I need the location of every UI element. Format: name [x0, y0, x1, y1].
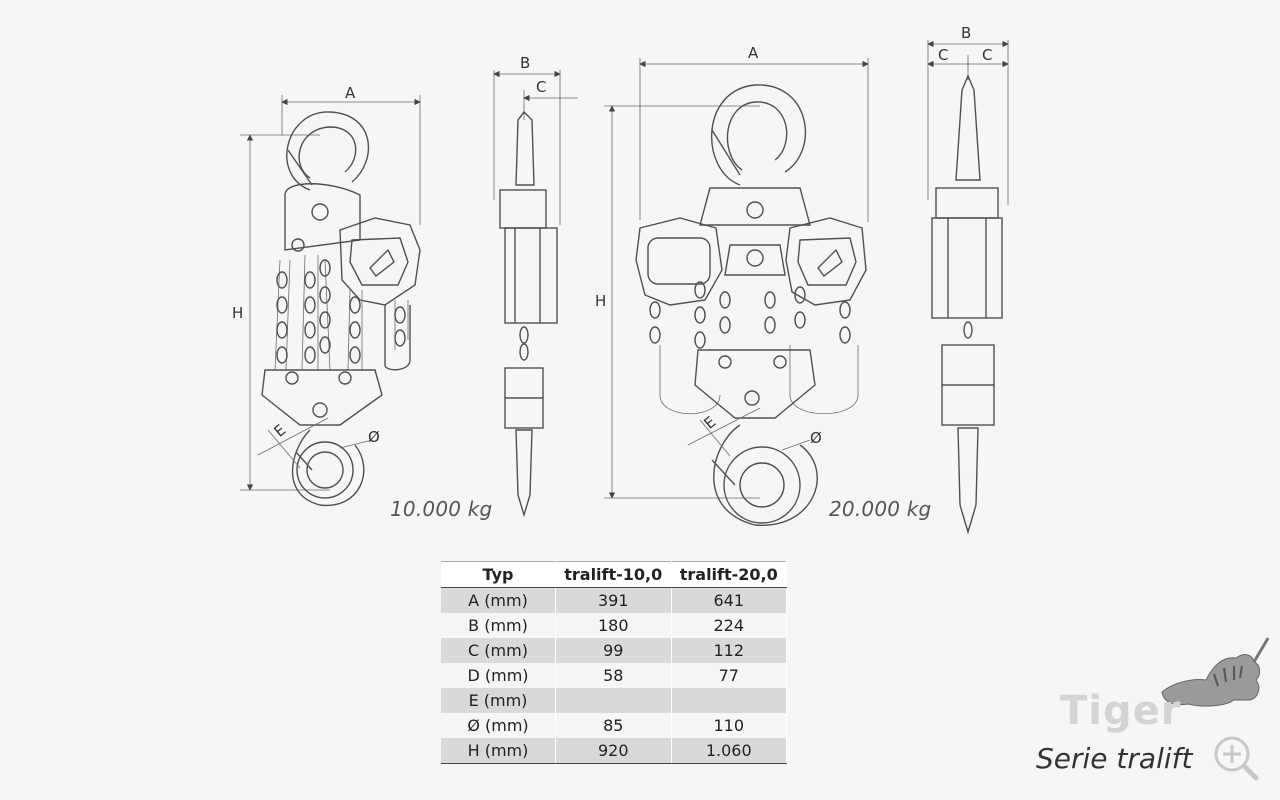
table-header-row: Typ tralift-10,0 tralift-20,0 [441, 561, 787, 588]
cell-value: 391 [555, 587, 672, 613]
zoom-in-icon[interactable] [1212, 734, 1262, 784]
table-row: D (mm) 58 77 [441, 663, 787, 688]
dim-label-b-side2: B [961, 24, 971, 42]
cell-value: 180 [555, 613, 672, 638]
table-row: H (mm) 920 1.060 [441, 738, 787, 764]
cell-value [555, 688, 672, 713]
caption-10t: 10.000 kg [390, 497, 493, 521]
hoist-10t-front-view: A H [232, 84, 421, 506]
hoist-20t-side-view: B C C [927, 24, 1009, 535]
dim-label-e-left: E [271, 421, 290, 441]
cell-value [671, 688, 787, 713]
row-label: Ø (mm) [441, 713, 556, 738]
dim-label-b-side1: B [520, 54, 530, 72]
cell-value: 110 [671, 713, 787, 738]
hoist-20t-front-view: A H [595, 44, 869, 526]
dim-label-h-2: H [595, 292, 606, 310]
cell-value: 112 [671, 638, 787, 663]
spec-table: Typ tralift-10,0 tralift-20,0 A (mm) 391… [441, 561, 787, 764]
cell-value: 641 [671, 587, 787, 613]
row-label: A (mm) [441, 587, 556, 613]
dim-label-c1-side2: C [938, 46, 948, 64]
row-label: E (mm) [441, 688, 556, 713]
row-label: D (mm) [441, 663, 556, 688]
table-row: B (mm) 180 224 [441, 613, 787, 638]
dim-label-a-2: A [748, 44, 759, 62]
brand-logo-text: Tiger [1060, 688, 1182, 734]
row-label: B (mm) [441, 613, 556, 638]
technical-drawing: A H [232, 24, 1009, 535]
cell-value: 224 [671, 613, 787, 638]
header-tralift-10: tralift-10,0 [555, 561, 672, 588]
table-row: E (mm) [441, 688, 787, 713]
caption-20t: 20.000 kg [829, 497, 932, 521]
cell-value: 920 [555, 738, 672, 764]
table-row: C (mm) 99 112 [441, 638, 787, 663]
series-title: Serie tralift [1036, 742, 1193, 775]
cell-value: 1.060 [671, 738, 787, 764]
row-label: C (mm) [441, 638, 556, 663]
cell-value: 85 [555, 713, 672, 738]
dim-label-o-right: Ø [810, 429, 822, 447]
dim-label-e-right: E [701, 413, 720, 433]
cell-value: 58 [555, 663, 672, 688]
tiger-icon [1161, 637, 1270, 707]
header-typ: Typ [441, 561, 556, 588]
row-label: H (mm) [441, 738, 556, 764]
cell-value: 77 [671, 663, 787, 688]
dim-label-o-left: Ø [368, 428, 380, 446]
hoist-10t-side-view: B C [493, 54, 578, 518]
dim-label-h: H [232, 304, 243, 322]
header-tralift-20: tralift-20,0 [671, 561, 787, 588]
dim-label-c-side1: C [536, 78, 546, 96]
dim-label-c2-side2: C [982, 46, 992, 64]
table-row: A (mm) 391 641 [441, 587, 787, 613]
table-row: Ø (mm) 85 110 [441, 713, 787, 738]
dim-label-a: A [345, 84, 356, 102]
cell-value: 99 [555, 638, 672, 663]
